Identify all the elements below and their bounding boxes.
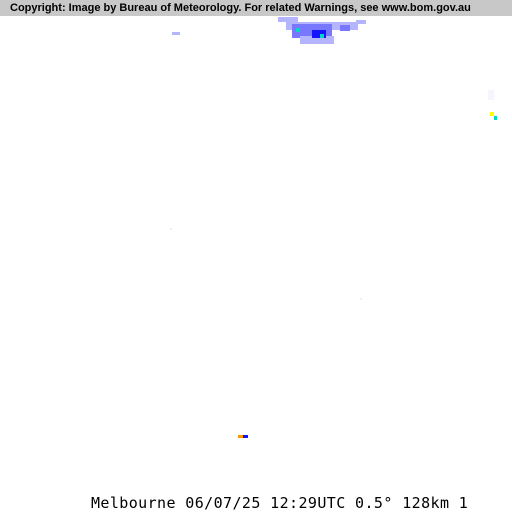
echo-pixel (278, 17, 298, 22)
echo-pixel (490, 112, 494, 116)
echo-pixel (356, 20, 366, 24)
copyright-text: Copyright: Image by Bureau of Meteorolog… (10, 2, 471, 14)
echo-pixel (340, 25, 350, 31)
echo-speck-northwest (172, 32, 180, 35)
echo-pixel (494, 116, 497, 120)
echo-pixel (320, 34, 324, 38)
echo-pixel (238, 435, 243, 438)
echo-pixel (243, 435, 248, 438)
radar-caption: Melbourne 06/07/25 12:29UTC 0.5° 128km 1 (91, 494, 469, 512)
echo-pixel (296, 28, 300, 32)
echo-speck (360, 298, 362, 300)
copyright-bar: Copyright: Image by Bureau of Meteorolog… (0, 0, 512, 16)
echo-pixel (300, 36, 334, 44)
echo-pixel (488, 90, 494, 100)
echo-pixel (312, 30, 326, 38)
echo-speck (170, 228, 172, 230)
